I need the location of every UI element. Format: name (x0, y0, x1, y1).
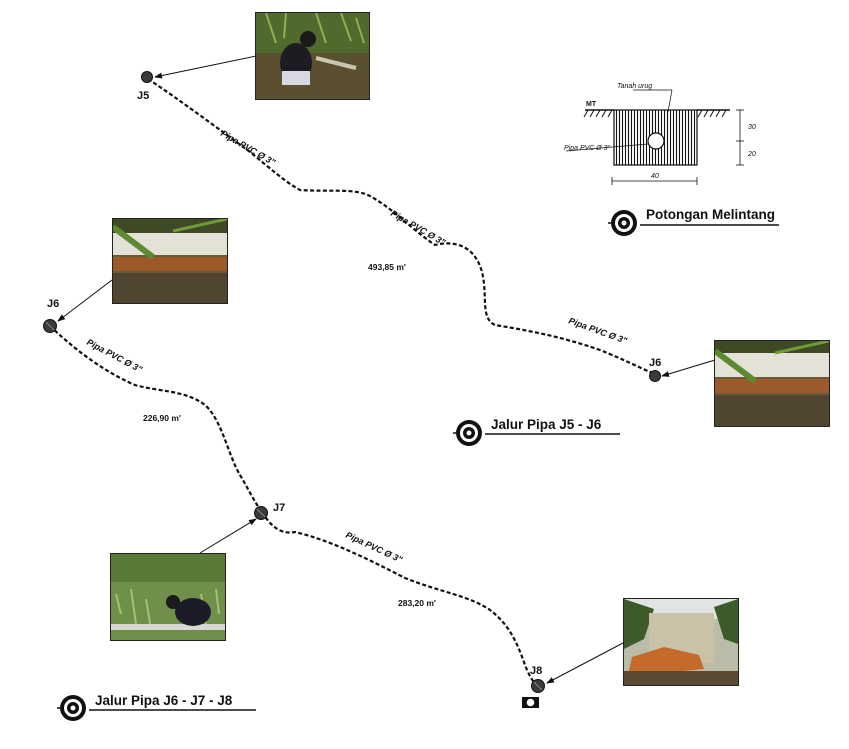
fill-label: Tanah urug (617, 83, 652, 90)
node-label-j5: J5 (137, 90, 149, 102)
distance-j7-j8: 283,20 m' (398, 598, 436, 608)
photo-j7-field-worker (110, 553, 226, 641)
target-icon (608, 210, 637, 236)
node-j6-left: J6 (43, 298, 59, 333)
target-icon (57, 695, 86, 721)
pipe-label-1: Pipa PVC Ø 3" (219, 128, 278, 168)
dimension-bottom: 20 (747, 151, 756, 158)
target-icon (453, 420, 482, 446)
leader-j5 (154, 55, 257, 79)
leader-j7 (199, 518, 257, 554)
pipe-label-3: Pipa PVC Ø 3" (567, 315, 629, 346)
node-j8: J8 (522, 665, 545, 708)
node-label-j8: J8 (530, 665, 542, 677)
pipe-cross-section (647, 132, 665, 150)
pipe-route-j5-j6 (147, 78, 656, 376)
photo-j6-left-pipe (112, 218, 228, 304)
pipe-label-2: Pipa PVC Ø 3" (389, 208, 448, 248)
distance-j5-j6: 493,85 m' (368, 262, 406, 272)
title-route-j5-j6: Jalur Pipa J5 - J6 (453, 417, 620, 446)
dimension-top: 30 (748, 124, 756, 131)
title-route-j6-j8-text: Jalur Pipa J6 - J7 - J8 (95, 693, 233, 708)
title-cross-section: Potongan Melintang (608, 207, 779, 236)
photo-j8-reservoir (623, 598, 739, 686)
title-route-j5-j6-text: Jalur Pipa J5 - J6 (491, 417, 602, 432)
cross-section-detail: MT Tanah urug Pipa PVC Ø 3" 30 20 40 (564, 83, 756, 185)
node-j6-right: J6 (649, 357, 661, 382)
dimension-width: 40 (651, 173, 659, 180)
node-label-j7: J7 (273, 502, 285, 514)
pipe-label-5: Pipa PVC Ø 3" (344, 530, 404, 565)
photo-j6-right-pipe (714, 340, 830, 427)
ground-label: MT (586, 101, 597, 108)
pipe-label-4: Pipa PVC Ø 3" (85, 337, 144, 375)
pipe-route-j6-j7 (49, 325, 263, 513)
title-route-j6-j8: Jalur Pipa J6 - J7 - J8 (57, 693, 256, 721)
title-cross-section-text: Potongan Melintang (646, 207, 775, 222)
leader-j6-right (661, 359, 716, 377)
node-label-j6-left: J6 (47, 298, 59, 310)
leader-j6-left (57, 279, 113, 322)
node-label-j6-right: J6 (649, 357, 661, 369)
section-pipe-label: Pipa PVC Ø 3" (564, 145, 611, 152)
node-j7: J7 (254, 502, 285, 520)
distance-j6-j7: 226,90 m' (143, 413, 181, 423)
pipe-route-j7-j8 (261, 511, 541, 689)
node-j5: J5 (137, 71, 153, 102)
photo-j5-worker (255, 12, 370, 100)
leader-j8 (546, 642, 624, 684)
